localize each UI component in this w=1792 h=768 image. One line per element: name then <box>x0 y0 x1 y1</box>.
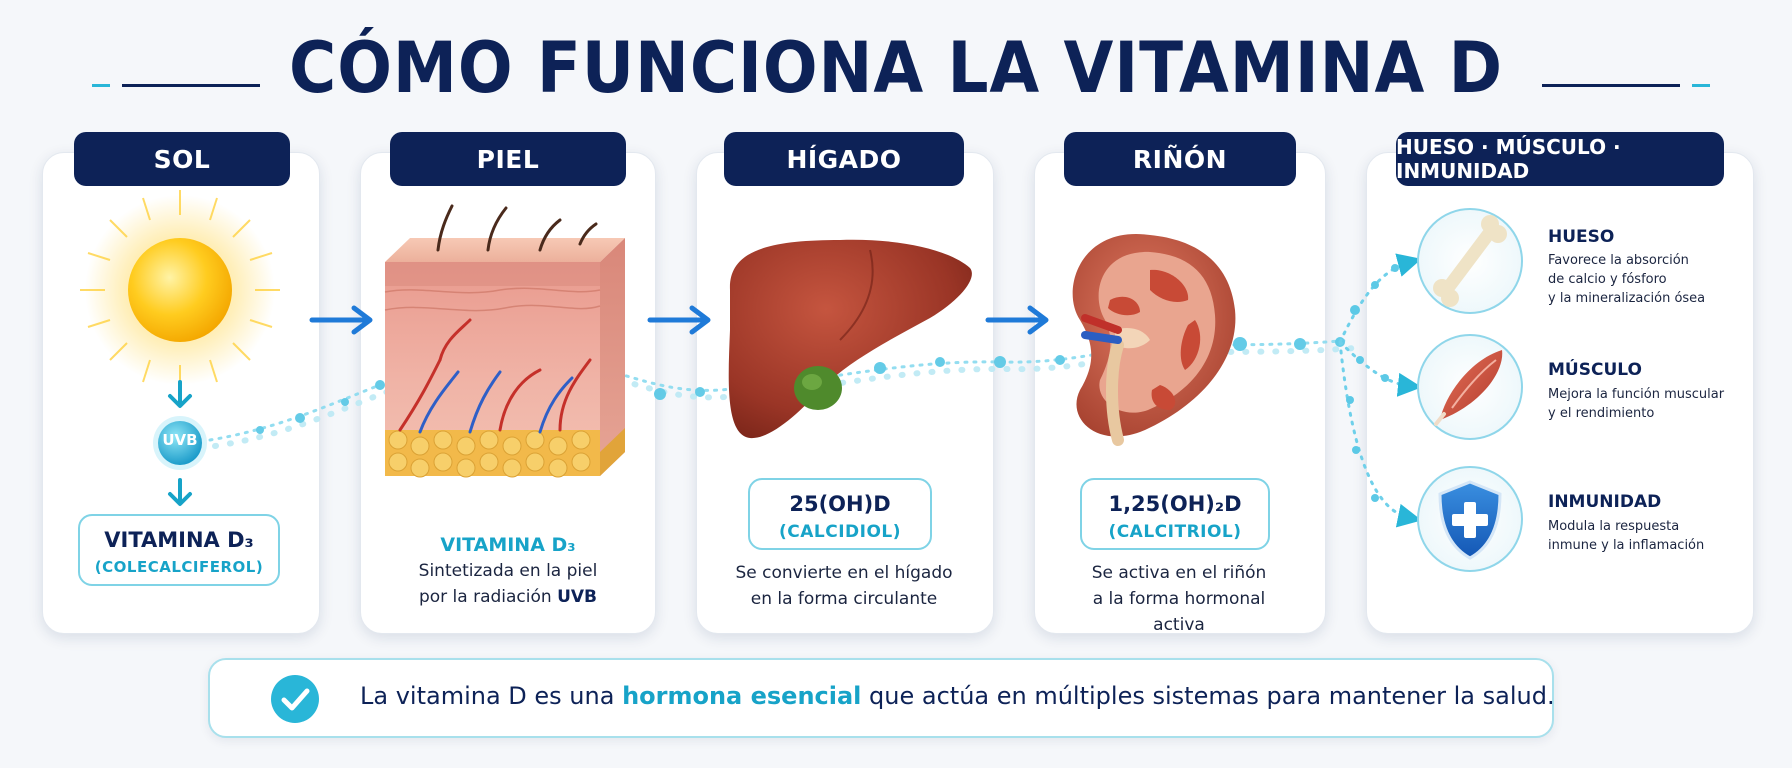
sol-down-arrows <box>168 380 192 506</box>
stage-label-piel: PIEL <box>390 132 626 186</box>
effect-immunity-line2: inmune y la inflamación <box>1548 538 1705 553</box>
title-area: CÓMO FUNCIONA LA VITAMINA D <box>0 18 1792 118</box>
kidney-icon <box>1072 233 1236 446</box>
summary-text: La vitamina D es una hormona esencial qu… <box>360 682 1555 710</box>
effect-muscle-desc: Mejora la función muscular y el rendimie… <box>1548 385 1724 423</box>
skin-icon <box>384 204 625 478</box>
effect-branch-dots <box>1346 264 1399 502</box>
sol-vitamin-name: VITAMINA D₃ <box>104 528 254 552</box>
effect-bone-line2: de calcio y fósforo <box>1548 272 1667 287</box>
rinon-metabolite-box: 1,25(OH)₂D (CALCITRIOL) <box>1080 478 1270 550</box>
sol-vitamin-box: VITAMINA D₃ (COLECALCIFEROL) <box>78 514 280 586</box>
higado-caption-line1: Se convierte en el hígado <box>735 563 953 583</box>
title-deco-right-line <box>1542 84 1680 87</box>
effect-immunity-desc: Modula la respuesta inmune y la inflamac… <box>1548 517 1704 555</box>
title-deco-left-accent <box>92 84 110 87</box>
effect-immunity-title: INMUNIDAD <box>1548 492 1662 512</box>
muscle-icon <box>1417 334 1523 440</box>
stage-label-sol: SOL <box>74 132 290 186</box>
effect-muscle-line1: Mejora la función muscular <box>1548 387 1725 402</box>
title-deco-left-line <box>122 84 260 87</box>
liver-icon <box>728 239 972 439</box>
rinon-caption-line2: a la forma hormonal <box>1092 589 1266 609</box>
rinon-caption-line1: Se activa en el riñón <box>1091 563 1267 583</box>
effect-muscle-line2: y el rendimiento <box>1548 406 1655 421</box>
uvb-badge-bg <box>153 416 207 470</box>
flow-arrows <box>309 305 1049 335</box>
effect-bone-desc: Favorece la absorción de calcio y fósfor… <box>1548 251 1705 308</box>
rinon-metabolite-name: 1,25(OH)₂D <box>1108 492 1242 516</box>
higado-caption: Se convierte en el hígado en la forma ci… <box>708 560 980 612</box>
shield-icon <box>1417 466 1523 572</box>
piel-caption-head: VITAMINA D₃ <box>440 534 576 556</box>
page-title: CÓMO FUNCIONA LA VITAMINA D <box>289 27 1503 109</box>
piel-caption-line1: Sintetizada en la piel <box>418 561 598 581</box>
sun-icon <box>80 190 280 390</box>
higado-metabolite-box: 25(OH)D (CALCIDIOL) <box>748 478 932 550</box>
summary-banner: La vitamina D es una hormona esencial qu… <box>208 658 1555 738</box>
effect-muscle-title: MÚSCULO <box>1548 360 1642 380</box>
effect-bone-line3: y la mineralización ósea <box>1548 291 1706 306</box>
stage-label-higado: HÍGADO <box>724 132 964 186</box>
piel-caption-line2: por la radiación UVB <box>418 587 598 607</box>
uvb-badge-label: UVB <box>162 431 198 449</box>
higado-metabolite-sub: (CALCIDIOL) <box>778 522 902 542</box>
stage-label-efectos: HUESO · MÚSCULO · INMUNIDAD <box>1396 132 1724 186</box>
higado-metabolite-name: 25(OH)D <box>789 492 891 516</box>
piel-caption: VITAMINA D₃ Sintetizada en la piel por l… <box>372 532 644 610</box>
effect-branches <box>1338 253 1422 528</box>
summary-text-post: que actúa en múltiples sistemas para man… <box>861 682 1555 710</box>
effect-immunity-line1: Modula la respuesta <box>1548 519 1680 534</box>
summary-text-pre: La vitamina D es una <box>360 682 623 710</box>
effect-bone-line1: Favorece la absorción <box>1548 253 1689 268</box>
rinon-caption: Se activa en el riñón a la forma hormona… <box>1044 560 1314 638</box>
summary-text-highlight: hormona esencial <box>622 682 862 710</box>
stage-label-rinon: RIÑÓN <box>1064 132 1296 186</box>
rinon-caption-line3: activa <box>1153 615 1205 635</box>
bone-icon <box>1417 208 1523 314</box>
higado-caption-line2: en la forma circulante <box>750 589 938 609</box>
check-circle-icon <box>271 675 319 723</box>
effect-bone-title: HUESO <box>1548 227 1615 247</box>
title-deco-right-accent <box>1692 84 1710 87</box>
sol-vitamin-sub: (COLECALCIFEROL) <box>94 558 264 576</box>
rinon-metabolite-sub: (CALCITRIOL) <box>1108 522 1242 542</box>
